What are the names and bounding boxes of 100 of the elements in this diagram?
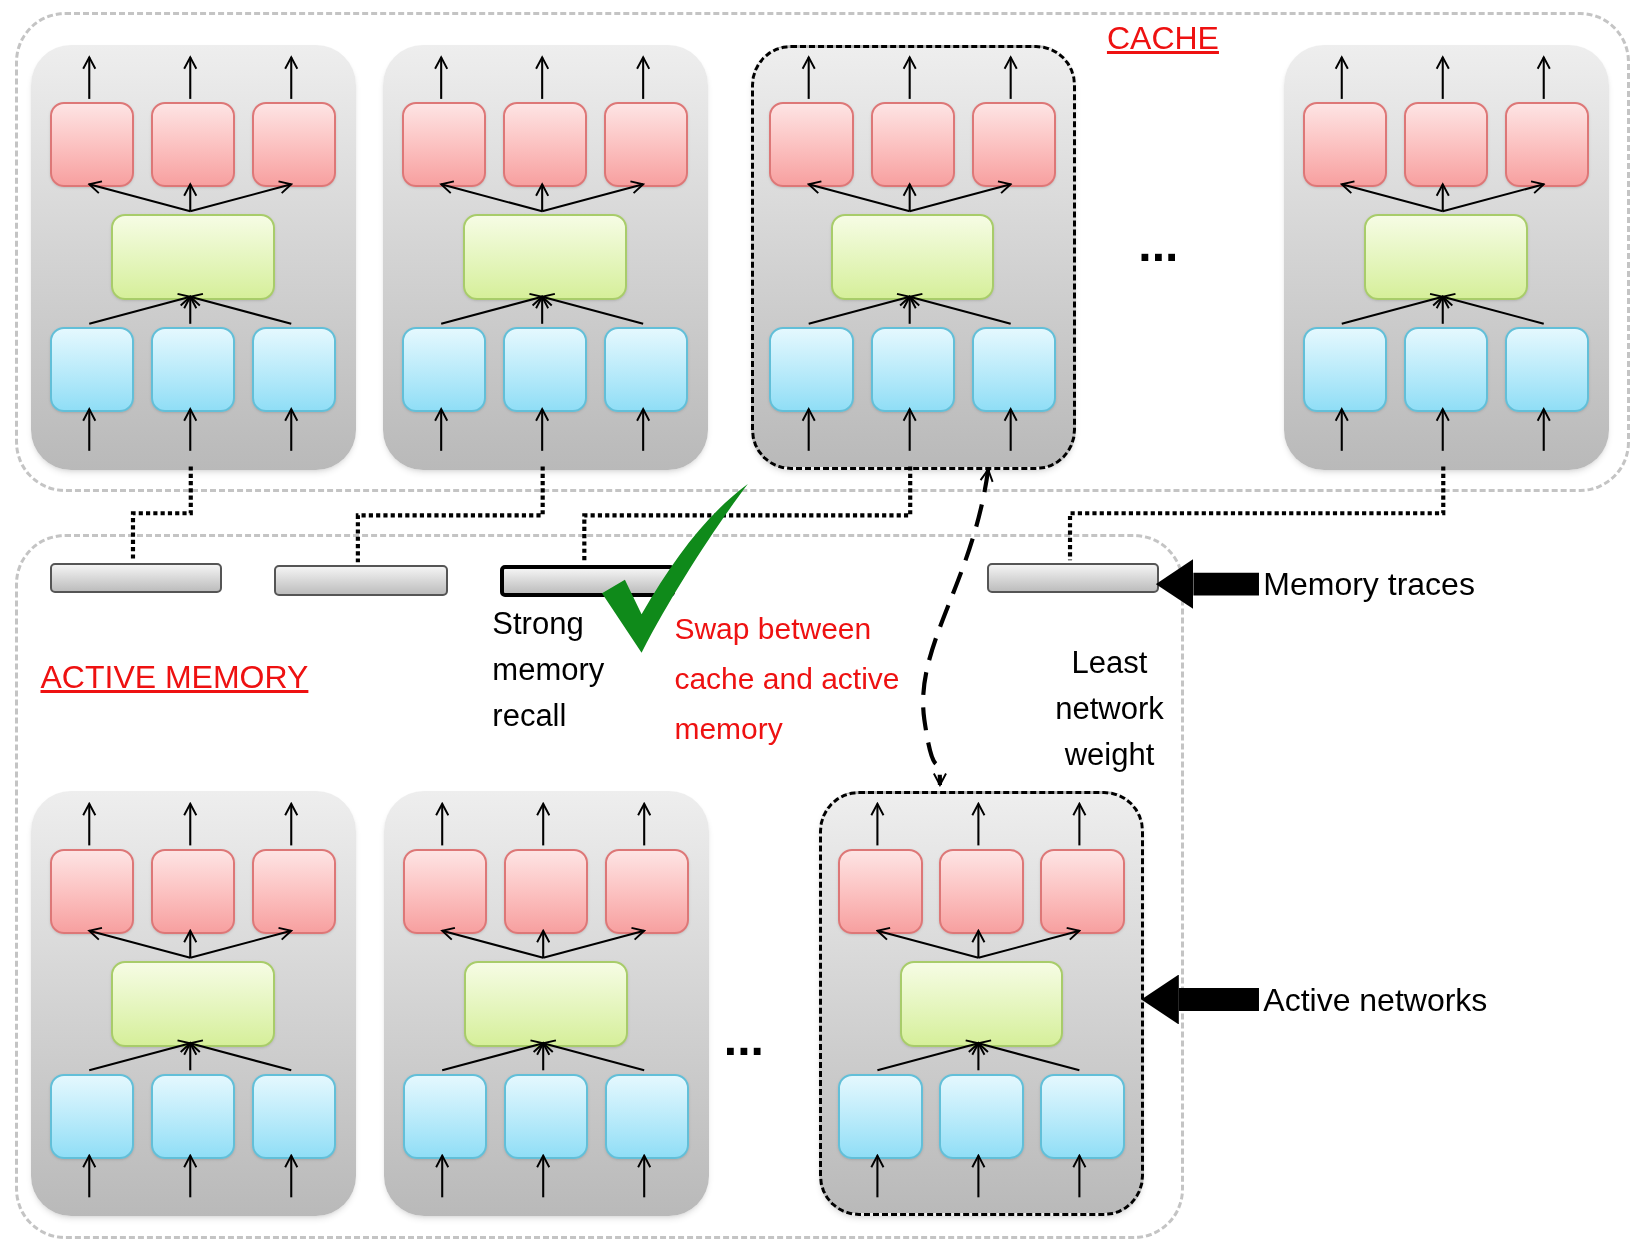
arrow [441,1039,545,1072]
region-heading: ACTIVE MEMORY [40,661,309,694]
input-unit [604,1073,690,1159]
arrow [536,1042,551,1071]
arrow [1334,56,1349,99]
input-unit [49,1073,135,1159]
arrow [1072,1154,1087,1198]
input-unit [401,326,487,413]
arrow [183,183,198,212]
annotation-label: Memory traces [1263,558,1566,611]
arrow [535,183,550,212]
arrow [541,180,645,213]
arrow [1072,802,1087,846]
arrow [1435,295,1450,324]
input-unit [1504,326,1590,413]
pointer-arrow [1155,559,1259,610]
region-frame [14,534,1185,1240]
arrow [870,802,885,846]
arrow [902,295,917,324]
arrow [183,802,198,846]
input-unit [838,1073,923,1159]
arrow [190,926,293,959]
output-unit [939,848,1024,935]
arrow [971,929,986,958]
arrow [82,1154,97,1198]
arrow [870,1154,885,1198]
arrow [1341,292,1444,325]
output-unit [150,848,236,935]
network-panel [383,44,709,470]
arrow [807,180,910,213]
arrow [971,1042,986,1071]
network-panel [1284,44,1609,470]
memory-trace-bar [273,565,448,596]
input-unit [1403,326,1489,413]
arrow [535,408,550,451]
arrow [541,292,644,325]
edge-label: Swap between cache and active memory [674,611,901,748]
arrow [536,929,551,958]
hidden-unit [899,961,1064,1047]
arrow [636,408,651,451]
arrow [435,802,450,846]
arrow [435,1154,450,1198]
output-unit [49,848,135,935]
arrow [82,802,97,846]
output-unit [1302,101,1388,188]
arrow [977,1039,1080,1072]
input-unit [603,326,689,413]
input-unit [502,326,588,413]
network-panel [750,44,1076,470]
hidden-unit [830,214,995,300]
arrow [1536,408,1551,451]
arrow [284,56,299,99]
arrow [440,180,543,213]
arrow [1435,56,1450,99]
output-unit [769,101,854,188]
trace-link [130,466,193,561]
arrow [88,180,191,213]
annotation-label: Active networks [1263,973,1587,1026]
swap-arrow [921,468,994,786]
arrow [183,295,198,324]
arrow [542,1039,645,1072]
arrow [88,926,191,959]
input-unit [769,326,854,413]
arrow [183,1154,198,1198]
arrow [82,56,97,99]
output-unit [1403,101,1489,188]
arrow [902,183,917,212]
arrow [902,408,917,451]
memory-trace-bar [49,563,222,594]
arrow [1003,408,1018,451]
hidden-unit [1364,214,1528,300]
arrow [535,295,550,324]
input-unit [503,1073,589,1159]
arrow [877,1039,980,1072]
input-unit [150,1073,236,1159]
input-unit [1040,1073,1125,1159]
arrow [1435,408,1450,451]
output-unit [49,101,135,188]
output-unit [838,848,923,935]
arrow [971,1154,986,1198]
output-unit [251,848,337,935]
output-unit [1040,848,1125,935]
input-unit [251,326,337,413]
arrow [536,802,551,846]
arrow [876,926,979,959]
arrow [1442,180,1545,213]
arrow [1441,292,1544,325]
network-panel [31,791,357,1217]
region-heading: CACHE [1106,21,1219,54]
input-unit [1302,326,1388,413]
arrow [971,802,986,846]
trace-link [355,466,545,563]
arrow [284,1154,299,1198]
arrow [183,929,198,958]
ellipsis: ... [723,1015,764,1064]
arrow [542,926,646,959]
hidden-unit [111,214,275,300]
arrow [189,1039,292,1072]
network-panel [819,791,1145,1217]
input-unit [870,326,955,413]
